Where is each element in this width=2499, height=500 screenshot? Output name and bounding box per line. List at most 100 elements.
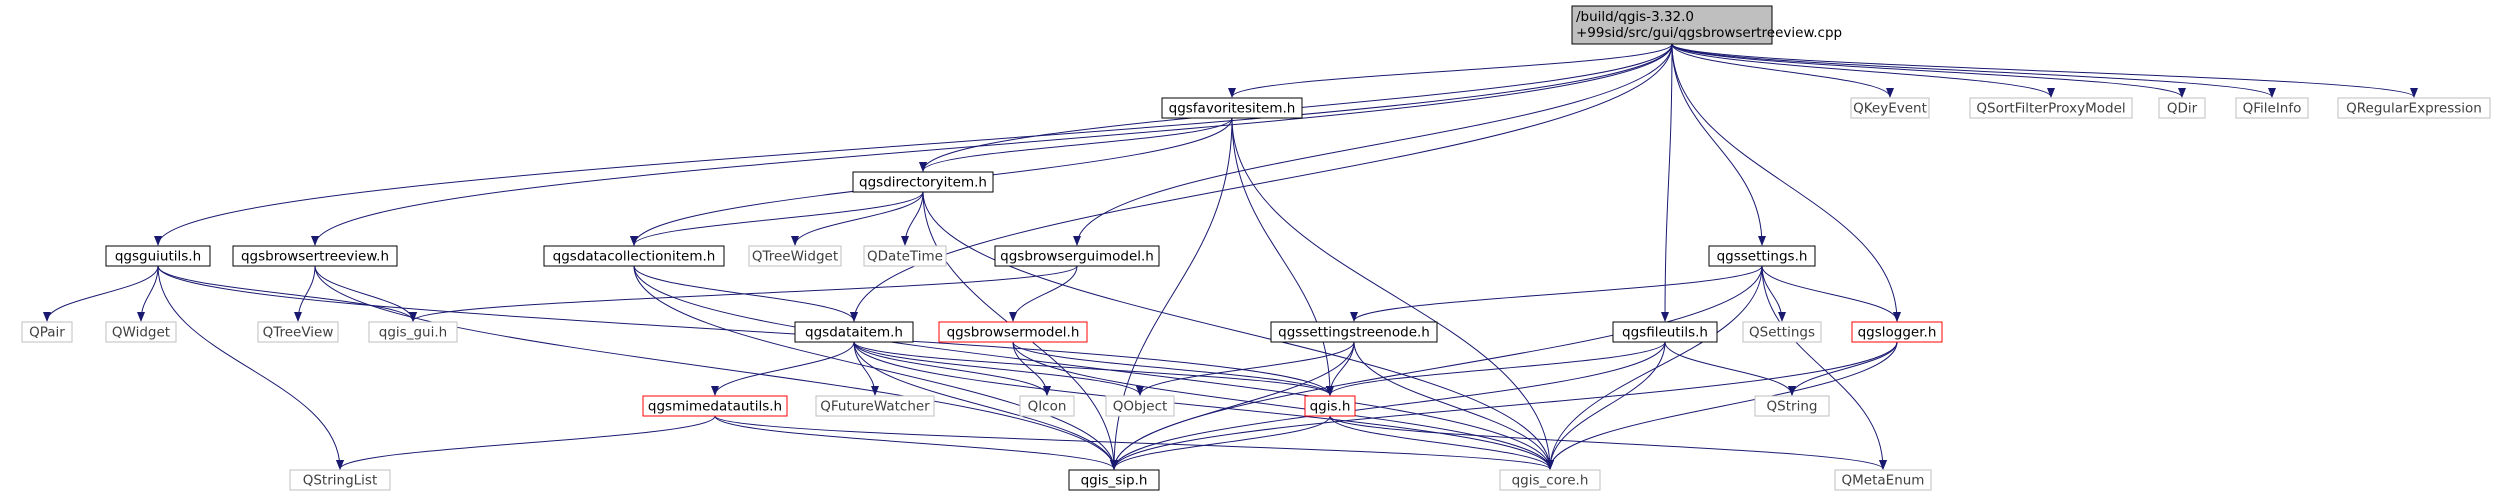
node-qgsbrowsermodel[interactable]: qgsbrowsermodel.h	[938, 321, 1088, 343]
node-qgssettings[interactable]: qgssettings.h	[1708, 245, 1816, 267]
node-label-qregexp: QRegularExpression	[2346, 101, 2482, 117]
edge-qgsfileutils-to-qgis_core	[1546, 341, 1666, 470]
node-qgsdirectoryitem[interactable]: qgsdirectoryitem.h	[852, 171, 994, 193]
node-label-qsettings: QSettings	[1749, 325, 1815, 341]
edge-qgis-to-qmetaenum	[1329, 415, 1887, 470]
edge-qgsguiutils-to-qgis_gui	[157, 265, 417, 322]
node-box-qgssettingstreenode	[1270, 321, 1438, 343]
node-qfuturewatcher: QFutureWatcher	[815, 395, 935, 417]
edge-qgslogger-to-qstring	[1788, 341, 1898, 396]
edge-qgssettingstreenode-to-qobject	[1136, 341, 1355, 396]
edge-qgsdataitem-to-qgis_core	[853, 341, 1554, 470]
node-qgsfavoritesitem[interactable]: qgsfavoritesitem.h	[1161, 97, 1303, 119]
edge-root-to-qkeyevent	[1671, 43, 1894, 98]
node-box-qpair	[21, 321, 73, 343]
node-label-qstringlist: QStringList	[303, 473, 378, 489]
edge-qgsguiutils-to-qpair	[43, 265, 159, 322]
node-qwidget: QWidget	[105, 321, 177, 343]
node-qkeyevent: QKeyEvent	[1850, 97, 1930, 119]
node-label-qwidget: QWidget	[112, 325, 170, 341]
node-box-qfuturewatcher	[815, 395, 935, 417]
node-label-qgis: qgis.h	[1310, 399, 1351, 415]
node-qgssettingstreenode[interactable]: qgssettingstreenode.h	[1270, 321, 1438, 343]
node-qobject: QObject	[1105, 395, 1175, 417]
node-qgsmimedatautils[interactable]: qgsmimedatautils.h	[642, 395, 788, 417]
edge-qgsbrowsermodel-to-qicon	[1012, 341, 1051, 396]
node-label-qgsbrowsertreeview: qgsbrowsertreeview.h	[241, 249, 389, 265]
edges-layer	[43, 43, 2418, 470]
edge-qgsbrowsertreeview-to-qgis_gui	[314, 265, 417, 322]
edge-qgssettings-to-qgslogger	[1761, 265, 1901, 322]
node-qgsfileutils[interactable]: qgsfileutils.h	[1612, 321, 1718, 343]
edge-root-to-qgsfavoritesitem	[1228, 43, 1673, 98]
node-qgsguiutils[interactable]: qgsguiutils.h	[105, 245, 211, 267]
node-qgsbrowsertreeview[interactable]: qgsbrowsertreeview.h	[232, 245, 398, 267]
node-qgslogger[interactable]: qgslogger.h	[1851, 321, 1943, 343]
node-label-qgsdataitem: qgsdataitem.h	[805, 325, 903, 341]
node-box-qstring	[1754, 395, 1830, 417]
edge-qgsmimedatautils-to-qgis_core	[714, 415, 1554, 470]
node-label-qkeyevent: QKeyEvent	[1853, 101, 1927, 117]
node-box-qgsfavoritesitem	[1161, 97, 1303, 119]
edge-qgsfileutils-to-qstring	[1664, 341, 1796, 396]
node-qgis_gui: qgis_gui.h	[368, 321, 458, 343]
node-qgsbrowserguimodel[interactable]: qgsbrowserguimodel.h	[994, 245, 1160, 267]
node-box-qwidget	[105, 321, 177, 343]
node-qdir: QDir	[2158, 97, 2206, 119]
node-qgis_sip[interactable]: qgis_sip.h	[1068, 469, 1160, 491]
node-label-qgsbrowserguimodel: qgsbrowserguimodel.h	[1000, 249, 1154, 265]
node-label-qtreeview: QTreeView	[263, 325, 334, 341]
edge-qgsdirectoryitem-to-qgsdatacollectionitem	[630, 191, 924, 246]
edge-qgis-to-qgis_sip	[1110, 415, 1331, 470]
node-root[interactable]: /build/qgis-3.32.0+99sid/src/gui/qgsbrow…	[1571, 5, 1842, 45]
node-box-qgslogger	[1851, 321, 1943, 343]
node-box-qgis_core	[1499, 469, 1601, 491]
node-qgsdataitem[interactable]: qgsdataitem.h	[794, 321, 914, 343]
node-label-qdir: QDir	[2167, 101, 2198, 117]
edge-qgsdataitem-to-qicon	[853, 341, 1051, 396]
node-box-qgsbrowsertreeview	[232, 245, 398, 267]
node-box-qkeyevent	[1850, 97, 1930, 119]
node-label-qpair: QPair	[29, 325, 65, 341]
node-label-qobject: QObject	[1113, 399, 1168, 415]
node-label-qgis_gui: qgis_gui.h	[379, 325, 447, 341]
node-qdatetime: QDateTime	[863, 245, 947, 267]
edge-qgssettings-to-qmetaenum	[1761, 265, 1887, 470]
node-label-qgsfavoritesitem: qgsfavoritesitem.h	[1169, 101, 1296, 117]
node-qtreeview: QTreeView	[257, 321, 339, 343]
node-qgsdatacollectionitem[interactable]: qgsdatacollectionitem.h	[543, 245, 725, 267]
edge-qgsfavoritesitem-to-qgsdirectoryitem	[919, 117, 1233, 172]
edge-qgsbrowserguimodel-to-qgsbrowsermodel	[1009, 265, 1078, 322]
edge-qgsdataitem-to-qobject	[853, 341, 1144, 396]
edge-qgsdataitem-to-qgis_sip	[853, 341, 1118, 470]
node-label-qgslogger: qgslogger.h	[1858, 325, 1937, 341]
node-box-qmetaenum	[1834, 469, 1932, 491]
node-qstringlist: QStringList	[289, 469, 391, 491]
node-label-qgsmimedatautils: qgsmimedatautils.h	[648, 399, 782, 415]
node-box-qstringlist	[289, 469, 391, 491]
edge-qgsguiutils-to-qgis	[157, 265, 1334, 396]
edge-qgssettingstreenode-to-qgis_sip	[1110, 341, 1355, 470]
node-qgis[interactable]: qgis.h	[1304, 395, 1356, 417]
edge-root-to-qgsfileutils	[1661, 43, 1673, 322]
edge-qgsdataitem-to-qgis	[853, 341, 1334, 396]
node-label-qfuturewatcher: QFutureWatcher	[820, 399, 930, 415]
node-qpair: QPair	[21, 321, 73, 343]
node-box-qtreewidget	[748, 245, 842, 267]
edge-qgsdataitem-to-qgsmimedatautils	[711, 341, 855, 396]
edge-qgsbrowsertreeview-to-qgis_sip	[314, 265, 1118, 470]
edge-root-to-qgsbrowserguimodel	[1073, 43, 1673, 246]
node-label-qgssettingstreenode: qgssettingstreenode.h	[1278, 325, 1430, 341]
edge-qgsfileutils-to-qgis	[1326, 341, 1666, 396]
edge-qgslogger-to-qgis_core	[1546, 341, 1898, 470]
edge-qgsfileutils-to-qgis_sip	[1110, 341, 1666, 470]
edge-qgsdatacollectionitem-to-qgis_core	[633, 265, 1554, 470]
node-label-qgsfileutils: qgsfileutils.h	[1622, 325, 1708, 341]
node-label-qgsdatacollectionitem: qgsdatacollectionitem.h	[553, 249, 716, 265]
node-label-qgsdirectoryitem: qgsdirectoryitem.h	[859, 175, 987, 191]
node-qregexp: QRegularExpression	[2337, 97, 2491, 119]
node-box-qgsfileutils	[1612, 321, 1718, 343]
node-qfileinfo: QFileInfo	[2235, 97, 2309, 119]
edge-qgslogger-to-qgis_sip	[1110, 341, 1898, 470]
node-label-qtreewidget: QTreeWidget	[752, 249, 838, 265]
